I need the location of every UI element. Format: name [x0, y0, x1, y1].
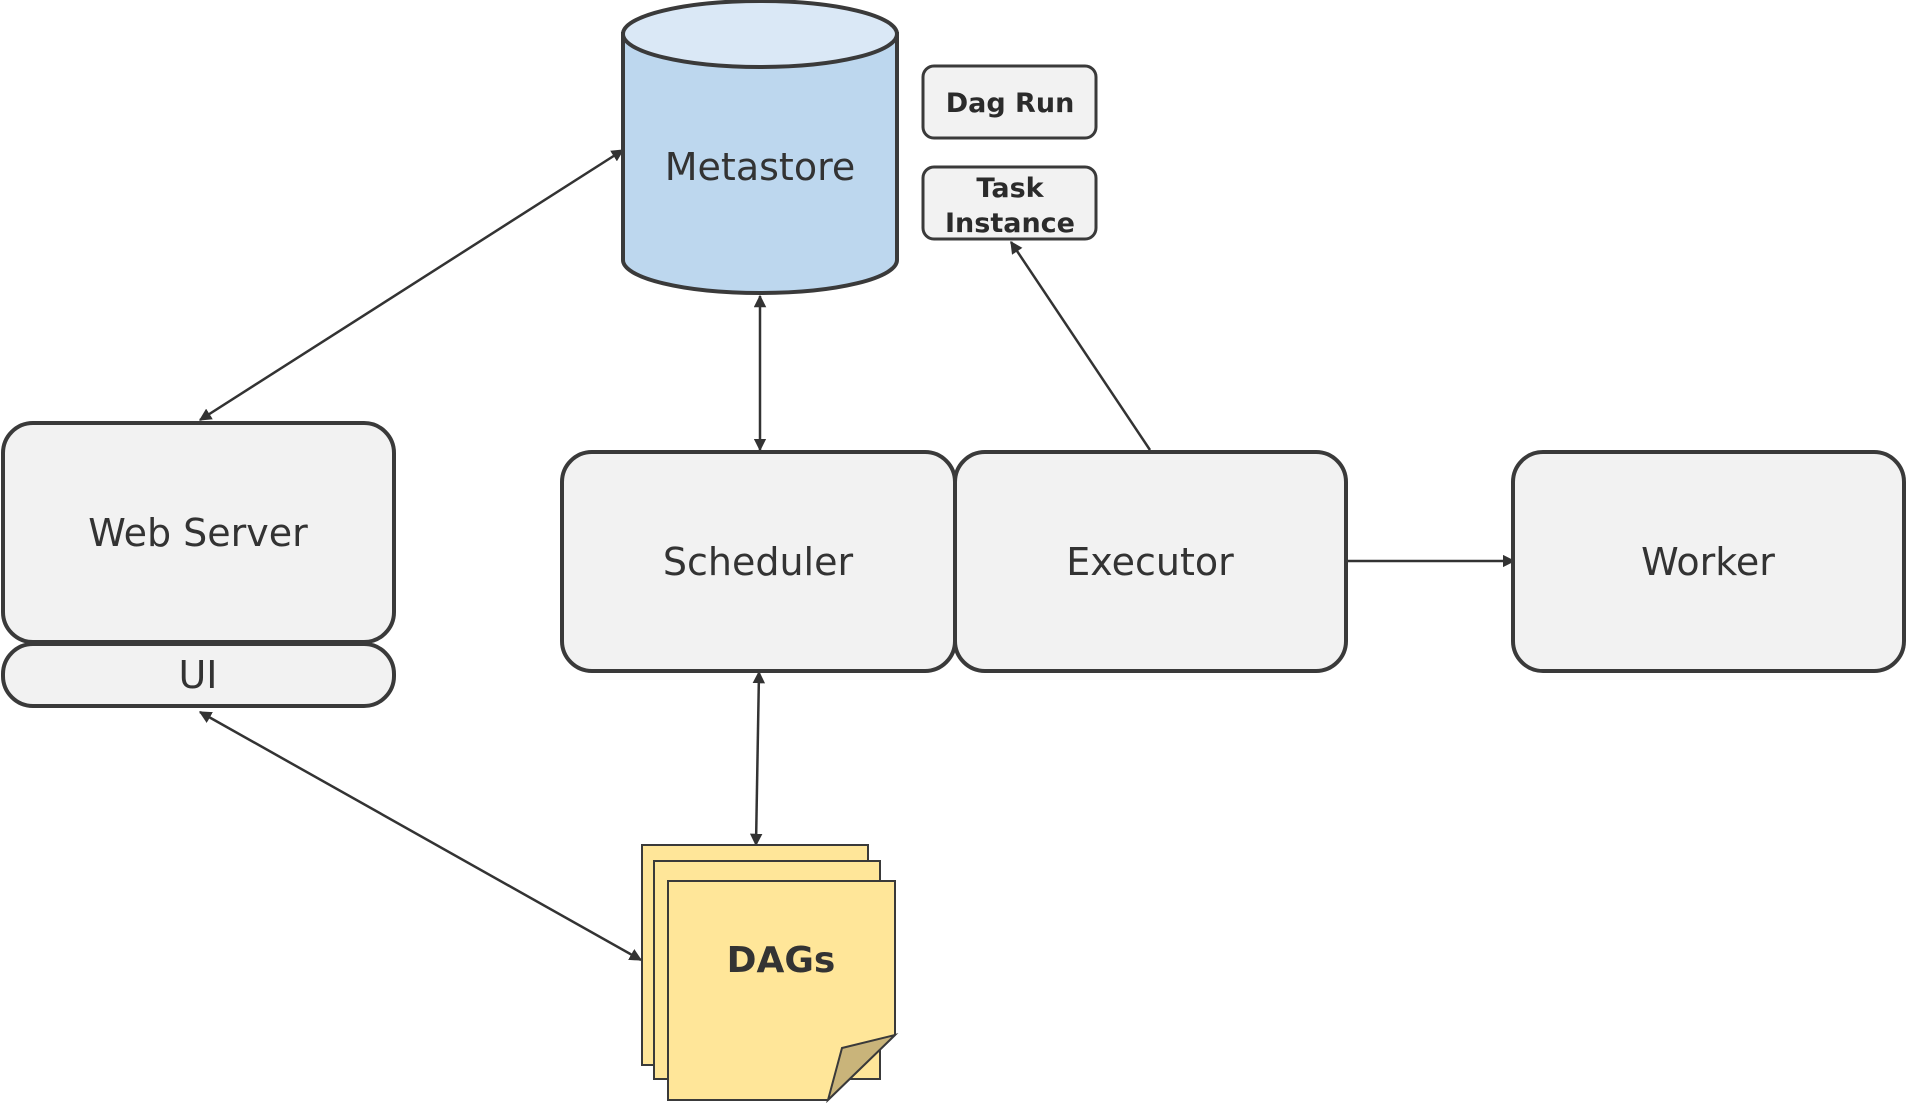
executor-taskinstance-connector — [1009, 240, 1152, 451]
task-instance-box — [921, 165, 1098, 241]
dag-run-node: Dag Run — [921, 64, 1098, 140]
web-server-label: Web Server — [88, 511, 308, 555]
worker-box — [1511, 450, 1906, 673]
worker-node: Worker — [1511, 450, 1906, 673]
task-instance-label-line1: Task — [976, 173, 1044, 204]
webserver-metastore-connector — [198, 148, 625, 422]
dags-label: DAGs — [727, 940, 836, 981]
worker-label: Worker — [1641, 540, 1775, 584]
ui-box — [1, 642, 396, 708]
dag-run-box — [921, 64, 1098, 140]
dag-run-label: Dag Run — [946, 88, 1075, 119]
task-instance-label-line2: Instance — [945, 208, 1075, 239]
dags-page-fold — [826, 1033, 899, 1103]
metastore-cylinder-top — [621, 0, 899, 69]
executor-node: Executor — [953, 450, 1348, 673]
ui-label: UI — [178, 653, 217, 697]
scheduler-node: Scheduler — [560, 450, 957, 673]
scheduler-dags-connector — [749, 670, 766, 847]
web-server-node: Web Server — [1, 421, 396, 644]
scheduler-label: Scheduler — [663, 540, 854, 584]
ui-dags-connector — [198, 710, 643, 962]
ui-node: UI — [1, 642, 396, 708]
executor-label: Executor — [1066, 540, 1234, 584]
metastore-node: Metastore — [621, 0, 899, 295]
metastore-cylinder-body — [621, 32, 899, 295]
executor-box — [953, 450, 1348, 673]
metastore-label: Metastore — [665, 145, 855, 189]
dags-node: DAGs — [641, 844, 899, 1103]
task-instance-node: Task Instance — [921, 165, 1098, 241]
